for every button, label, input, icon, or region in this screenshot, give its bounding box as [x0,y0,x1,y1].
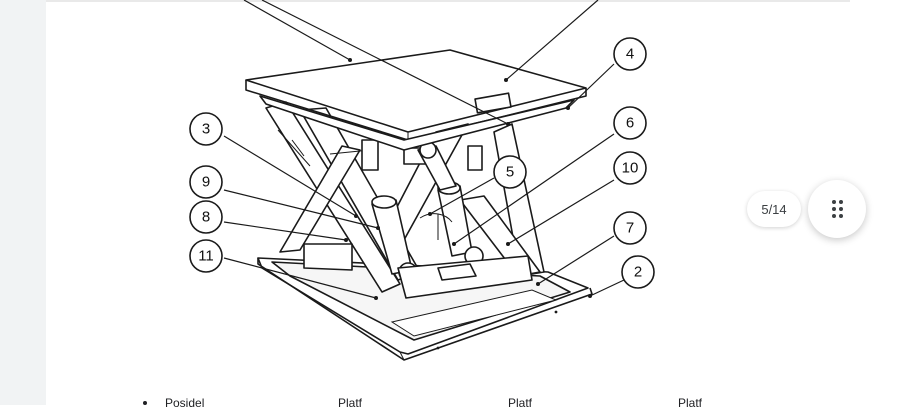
svg-text:8: 8 [202,209,210,226]
svg-text:7: 7 [626,220,634,237]
svg-text:10: 10 [622,160,639,177]
svg-text:5: 5 [506,164,514,181]
svg-text:9: 9 [202,174,210,191]
svg-text:3: 3 [202,121,210,138]
hydraulic-cylinders [371,141,484,282]
bottom-text-row: Posidel Platf Platf Platf [0,396,900,410]
callout-2: 2 [621,255,655,289]
page-indicator-text: 5/14 [761,201,787,217]
leader-lines [223,0,625,300]
lower-crossbar [303,243,533,299]
callout-5: 5 [493,155,527,189]
viewer-left-gutter [0,0,46,405]
svg-text:2: 2 [634,264,642,281]
callout-3: 3 [189,112,223,146]
callout-11: 11 [189,239,223,273]
callout-4: 4 [613,37,647,71]
page-indicator: 5/14 [747,191,801,227]
callout-9: 9 [189,165,223,199]
bottom-text-item: Platf [508,396,533,410]
callout-10: 10 [613,151,647,185]
page-top-edge [46,0,850,2]
svg-text:6: 6 [626,115,634,132]
bottom-text-item: Posidel [165,396,205,410]
bottom-text-item: Platf [678,396,703,410]
list-bullet [143,401,147,405]
callout-6: 6 [613,106,647,140]
callout-7: 7 [613,211,647,245]
svg-text:11: 11 [198,248,214,265]
bottom-text-item: Platf [338,396,363,410]
page-grid-button[interactable] [808,180,866,238]
callout-8: 8 [189,200,223,234]
grid-dots-icon [831,200,843,218]
svg-text:4: 4 [626,46,634,63]
